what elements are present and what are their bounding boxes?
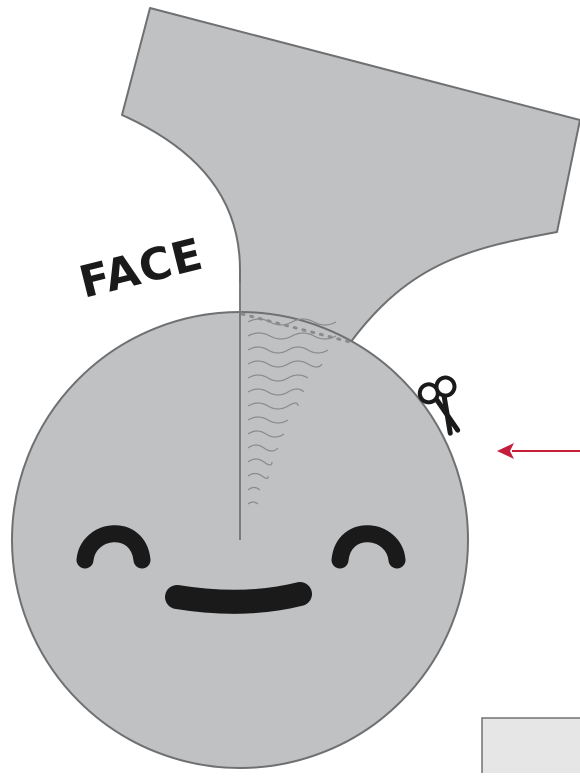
face-label: FACE — [74, 229, 208, 309]
arrow-left-icon — [497, 443, 580, 459]
neck-template-shape — [122, 8, 580, 343]
partial-panel — [482, 718, 580, 773]
mouth — [177, 594, 300, 602]
